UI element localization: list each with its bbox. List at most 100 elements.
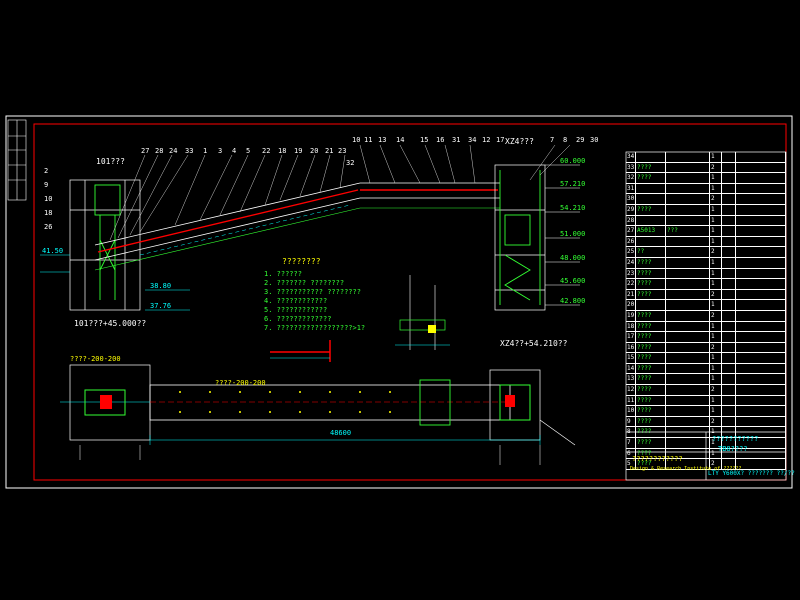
bom-cell [666, 257, 710, 268]
bom-cell [666, 268, 710, 279]
bom-cell [666, 289, 710, 300]
bom-cell: A5013 [636, 226, 666, 236]
bom-row: 29????1 [626, 204, 786, 216]
bom-cell [736, 353, 786, 363]
left-level-ticks [40, 254, 190, 311]
bom-cell: 22 [627, 279, 636, 289]
part-number: 31 [452, 136, 461, 144]
bom-cell: ???? [636, 427, 666, 438]
level-label: 45.600 [560, 277, 586, 285]
bom-cell [736, 374, 786, 385]
bom-cell [736, 416, 786, 427]
outer-border [5, 115, 793, 489]
plan-title: 101???+45.000?? [74, 319, 147, 328]
bom-cell: 1 [710, 257, 722, 268]
part-number: 5 [246, 147, 251, 155]
right-tower [494, 164, 546, 311]
bom-cell: ?? [636, 247, 666, 257]
bom-cell [666, 406, 710, 416]
level-label: 51.000 [560, 230, 586, 238]
part-number: 23 [338, 147, 347, 155]
note-line: 6. ????????????? [264, 315, 332, 323]
level-label: 41.50 [42, 247, 64, 255]
bom-row: 14????1 [626, 363, 786, 375]
bom-cell [666, 321, 710, 332]
note-line: 2. ??????? ???????? [264, 279, 345, 287]
bom-cell: ???? [636, 289, 666, 300]
left-tower-structure [94, 184, 121, 300]
bom-cell [666, 438, 710, 448]
bom-cell: 1 [710, 321, 722, 332]
bom-row: 13????1 [626, 374, 786, 386]
note-line: 1. ?????? [264, 270, 302, 278]
bom-cell: 9 [626, 416, 636, 427]
bom-cell [722, 310, 736, 321]
bom-cell [666, 448, 710, 459]
bom-cell [722, 268, 736, 279]
bom-cell: ???? [636, 385, 666, 395]
bom-cell: 7 [626, 438, 636, 448]
bom-cell: 23 [627, 268, 636, 279]
bom-cell: 27 [627, 226, 636, 236]
bom-cell [736, 448, 786, 459]
bom-cell [666, 332, 710, 342]
bom-cell: ???? [636, 257, 666, 268]
bom-cell [736, 459, 786, 469]
bom-cell: 30 [627, 194, 636, 204]
bom-cell: 24 [627, 257, 636, 268]
level-ticks-right [545, 164, 580, 306]
bom-cell: ???? [636, 342, 666, 353]
level-label: 37.76 [150, 302, 172, 310]
bom-cell [736, 395, 786, 406]
bom-cell: ???? [636, 268, 666, 279]
bom-cell [736, 152, 786, 162]
bom-cell [666, 342, 710, 353]
bom-cell: 1 [710, 374, 722, 385]
level-label: 38.80 [150, 282, 172, 290]
part-number: 22 [262, 147, 271, 155]
bom-cell: 1 [710, 279, 722, 289]
bom-row: 6????1 [626, 448, 786, 460]
part-number: 10 [352, 136, 361, 144]
note-line: 4. ???????????? [264, 297, 328, 305]
bom-row: 19????2 [626, 310, 786, 322]
note-line: 7. ??????????????????>1? [264, 324, 366, 332]
bom-cell: ???? [636, 321, 666, 332]
bom-row: 17????1 [626, 332, 786, 343]
bom-cell: 19 [627, 310, 636, 321]
note-line: 3. ??????????? ???????? [264, 288, 361, 296]
bom-cell: 11 [627, 395, 636, 406]
section-a-title: XZ4??? [505, 137, 534, 146]
bom-cell: 1 [710, 183, 722, 194]
bom-cell: ???? [636, 310, 666, 321]
bom-cell: 1 [710, 300, 722, 310]
plan-view [60, 364, 576, 465]
bom-cell [736, 247, 786, 257]
bom-cell [666, 459, 710, 469]
bom-cell: ???? [636, 406, 666, 416]
bom-cell [722, 183, 736, 194]
bom-row: 33????2 [626, 162, 786, 174]
bom-cell: 5 [626, 459, 636, 469]
red-detail [270, 340, 331, 362]
plan-bolt-marks [179, 391, 391, 413]
bom-cell: 34 [627, 152, 636, 162]
bom-cell: ???? [636, 448, 666, 459]
bom-cell [722, 342, 736, 353]
part-number: 13 [378, 136, 387, 144]
bom-cell [736, 162, 786, 173]
part-number: 1 [203, 147, 208, 155]
bom-row: 5????2 [626, 459, 786, 470]
bom-cell [736, 385, 786, 395]
bom-cell: 2 [710, 342, 722, 353]
plan-dim-mid: ????-200-200 [215, 379, 266, 387]
bom-cell [736, 427, 786, 438]
bom-cell: ???? [636, 173, 666, 183]
bom-cell [722, 300, 736, 310]
bom-cell [736, 204, 786, 215]
bom-cell [722, 406, 736, 416]
bom-cell [736, 173, 786, 183]
